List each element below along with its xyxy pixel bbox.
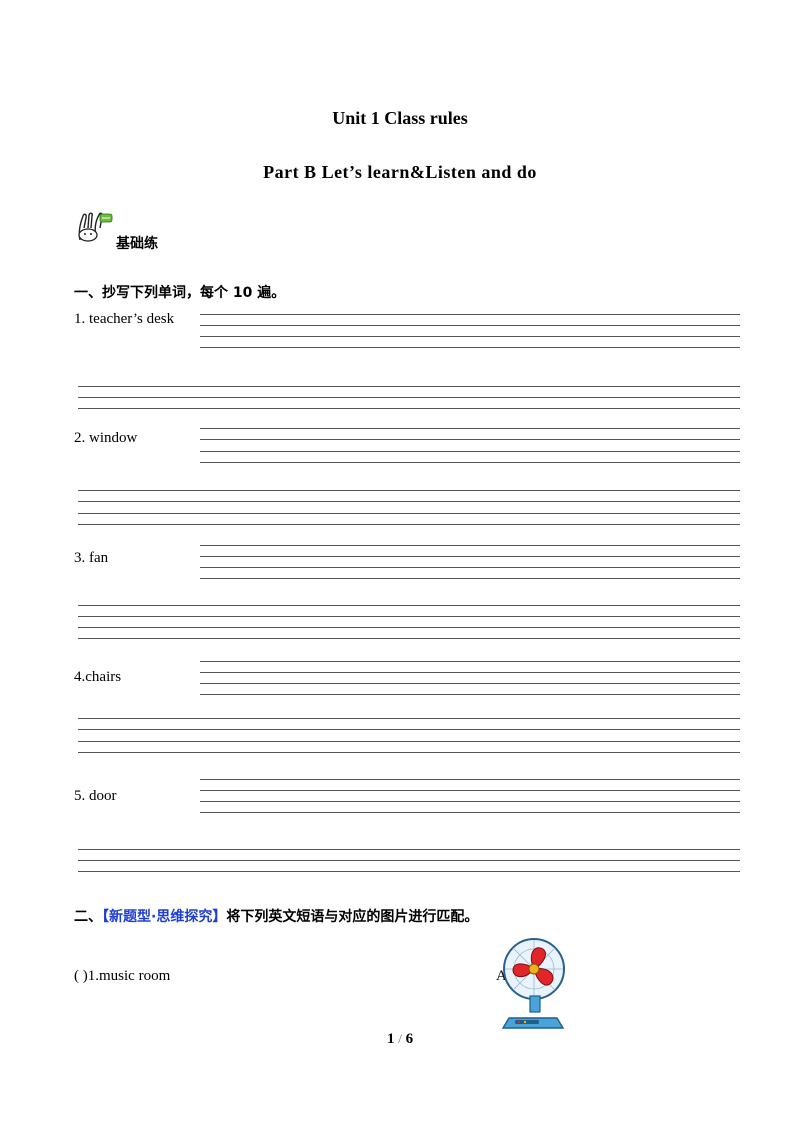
- writing-line[interactable]: [78, 741, 740, 742]
- writing-line[interactable]: [200, 567, 740, 568]
- writing-line[interactable]: [200, 661, 740, 662]
- writing-line[interactable]: [78, 871, 740, 872]
- writing-line[interactable]: [78, 386, 740, 387]
- writing-line[interactable]: [78, 638, 740, 639]
- writing-line[interactable]: [200, 325, 740, 326]
- page-total: 6: [405, 1031, 414, 1047]
- writing-line[interactable]: [200, 451, 740, 452]
- writing-line[interactable]: [200, 336, 740, 337]
- page-separator: /: [398, 1031, 402, 1046]
- match-item-1[interactable]: ( )1.music room: [74, 968, 171, 984]
- writing-line[interactable]: [200, 462, 740, 463]
- writing-line[interactable]: [78, 849, 740, 850]
- option-a-label: A: [496, 968, 507, 984]
- writing-line[interactable]: [78, 860, 740, 861]
- section2-tag: 【新题型·思维探究】: [102, 909, 227, 925]
- writing-line[interactable]: [200, 683, 740, 684]
- writing-line[interactable]: [78, 752, 740, 753]
- writing-line[interactable]: [200, 314, 740, 315]
- writing-line[interactable]: [200, 694, 740, 695]
- writing-line[interactable]: [200, 556, 740, 557]
- section1-heading: 一、抄写下列单词，每个 10 遍。: [74, 285, 286, 301]
- writing-line[interactable]: [78, 501, 740, 502]
- writing-line[interactable]: [200, 545, 740, 546]
- page-number: 1: [386, 1031, 395, 1047]
- page-title: Unit 1 Class rules: [332, 108, 468, 128]
- bunny-mascot-icon: [78, 212, 113, 242]
- writing-line[interactable]: [200, 812, 740, 813]
- word-3-label: 3. fan: [74, 550, 109, 566]
- section2-instruction: 将下列英文短语与对应的图片进行匹配。: [226, 909, 479, 925]
- writing-line[interactable]: [78, 718, 740, 719]
- section2-prefix: 二、: [74, 909, 102, 925]
- writing-line[interactable]: [200, 672, 740, 673]
- writing-line[interactable]: [200, 801, 740, 802]
- writing-line[interactable]: [78, 524, 740, 525]
- writing-line[interactable]: [200, 779, 740, 780]
- writing-line[interactable]: [78, 616, 740, 617]
- section2-heading: 二、【新题型·思维探究】将下列英文短语与对应的图片进行匹配。: [74, 906, 478, 926]
- writing-line[interactable]: [78, 513, 740, 514]
- page-indicator: 1 / 6: [0, 1031, 800, 1048]
- badge-label: 基础练: [116, 236, 158, 252]
- writing-line[interactable]: [78, 627, 740, 628]
- page-subtitle: Part B Let’s learn&Listen and do: [263, 162, 537, 182]
- writing-line[interactable]: [200, 790, 740, 791]
- writing-line[interactable]: [78, 729, 740, 730]
- writing-line[interactable]: [78, 490, 740, 491]
- writing-line[interactable]: [78, 408, 740, 409]
- writing-line[interactable]: [200, 428, 740, 429]
- writing-line[interactable]: [200, 347, 740, 348]
- writing-line[interactable]: [78, 397, 740, 398]
- writing-line[interactable]: [200, 578, 740, 579]
- electric-fan-icon: [501, 938, 565, 1029]
- word-4-label: 4.chairs: [74, 669, 122, 685]
- writing-line[interactable]: [78, 605, 740, 606]
- word-2-label: 2. window: [74, 430, 138, 446]
- writing-line[interactable]: [200, 439, 740, 440]
- word-5-label: 5. door: [74, 788, 117, 804]
- word-1-label: 1. teacher’s desk: [74, 311, 175, 327]
